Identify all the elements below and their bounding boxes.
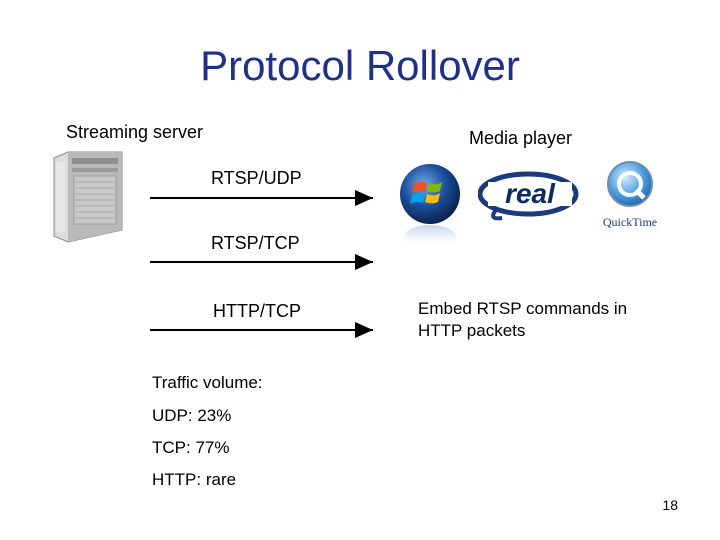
embed-note-line-1: Embed RTSP commands in (418, 299, 628, 318)
real-player-logo: real (478, 171, 579, 221)
protocol-label-http-tcp: HTTP/TCP (213, 301, 301, 321)
traffic-volume-heading: Traffic volume: (152, 373, 263, 392)
traffic-udp: UDP: 23% (152, 406, 232, 425)
traffic-tcp: TCP: 77% (152, 438, 230, 457)
svg-text:real: real (505, 178, 556, 209)
server-icon (53, 151, 123, 243)
embed-rtsp-note: Embed RTSP commands in HTTP packets (418, 298, 627, 342)
quicktime-logo: QuickTime (603, 161, 657, 229)
media-player-label: Media player (469, 128, 573, 148)
page-number: 18 (662, 497, 678, 513)
windows-media-logo (400, 164, 460, 249)
slide-title: Protocol Rollover (200, 42, 520, 89)
streaming-server-label: Streaming server (66, 122, 204, 142)
traffic-http: HTTP: rare (152, 470, 237, 489)
svg-text:QuickTime: QuickTime (603, 215, 657, 229)
protocol-label-rtsp-udp: RTSP/UDP (211, 168, 302, 188)
protocol-label-rtsp-tcp: RTSP/TCP (211, 233, 300, 253)
embed-note-line-2: HTTP packets (418, 321, 526, 340)
